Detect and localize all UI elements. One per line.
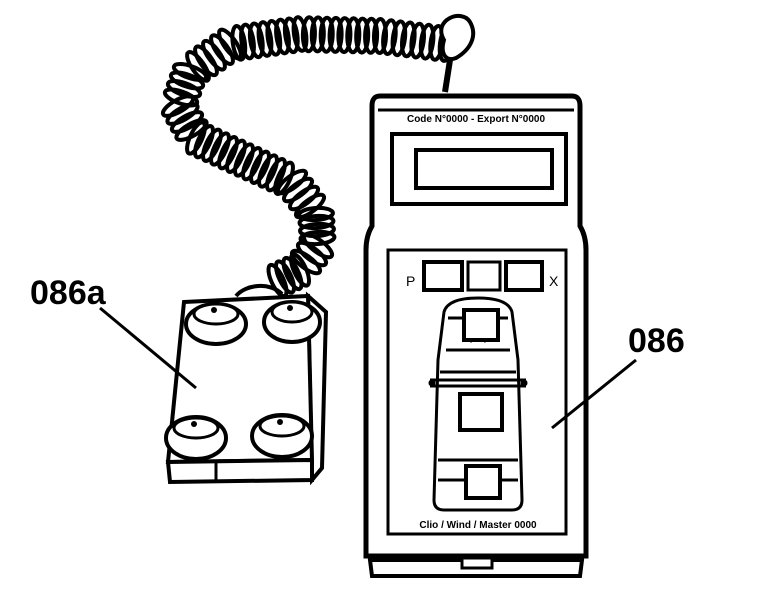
handheld-unit: Code N°0000 - Export N°0000 P X Clio / W… xyxy=(363,93,589,578)
cable-coil-loop xyxy=(293,192,327,220)
cable-coil-loop xyxy=(274,17,291,56)
cable-coil-loop xyxy=(298,229,337,247)
cable-entry xyxy=(234,284,284,298)
unit-bottom-text: Clio / Wind / Master 0000 xyxy=(419,520,537,531)
callout-label-unit: 086 xyxy=(628,322,685,360)
unit-top-band-text: Code N°0000 - Export N°0000 xyxy=(407,114,545,125)
cable-coil-loop xyxy=(418,22,436,61)
cable-coil-loop xyxy=(273,160,295,196)
coiled-cable xyxy=(160,15,455,299)
cable-coil-loop xyxy=(300,15,317,54)
cable-coil-loop xyxy=(336,16,353,55)
cable-coil-loop xyxy=(265,18,283,57)
cable-strain-relief xyxy=(442,59,453,93)
cable-coil-loop xyxy=(239,22,256,61)
cable-coil-loop xyxy=(160,94,196,118)
button-top-center[interactable] xyxy=(466,260,502,292)
button-top-left[interactable] xyxy=(422,260,464,292)
cable-coil-loop xyxy=(171,62,209,82)
cable-coil-loop xyxy=(298,221,336,239)
leader-line-086 xyxy=(551,358,637,430)
cable-coil-loop xyxy=(297,213,336,231)
cable-coil-loop xyxy=(256,20,274,58)
cable-coil-loop xyxy=(185,50,211,83)
lcd-screen xyxy=(414,148,554,190)
cable-coil-loop xyxy=(193,124,215,160)
sensor-pad-base xyxy=(165,457,314,485)
cable-coil-loop xyxy=(371,17,389,55)
callout-label-pad: 086a xyxy=(30,274,106,312)
cable-coil-loop xyxy=(249,149,271,185)
suction-cup-bottom-right xyxy=(250,413,314,459)
connector-port xyxy=(460,556,494,570)
cable-coil-loop xyxy=(354,16,371,55)
button-car-rear[interactable] xyxy=(464,464,502,500)
cable-coil-loop xyxy=(201,127,223,163)
cable-coil-loop xyxy=(273,259,297,295)
cable-coil-loop xyxy=(327,15,344,54)
cable-coil-loop xyxy=(282,16,300,55)
cable-coil-loop xyxy=(193,44,219,78)
button-top-right[interactable] xyxy=(504,260,544,292)
cable-coil-loop xyxy=(201,38,227,72)
cable-coil-loop xyxy=(309,15,326,54)
cable-loop-top xyxy=(439,14,476,61)
cable-coil-loop xyxy=(265,157,287,193)
button-car-front[interactable] xyxy=(462,308,500,342)
suction-cup-top-right xyxy=(262,300,322,344)
cable-coil-loop xyxy=(363,16,380,55)
cable-coil-loop xyxy=(165,79,203,99)
cable-coil-loop xyxy=(217,27,243,61)
cable-coil-loop xyxy=(281,255,304,292)
sensor-pad xyxy=(164,284,329,486)
cable-coil-loop xyxy=(169,110,205,134)
leader-line-086a xyxy=(99,306,197,390)
cable-coil-loop xyxy=(165,102,200,126)
cable-coil-loop xyxy=(390,19,408,58)
cable-coil-loop xyxy=(174,118,209,142)
cable-coil-loop xyxy=(409,21,426,60)
cable-coil-loop xyxy=(209,131,231,167)
cable-coil-loop xyxy=(230,23,248,62)
cable-coil-loop xyxy=(217,135,239,171)
right-marker-label: X xyxy=(549,273,559,289)
cable-coil-loop xyxy=(257,153,279,189)
cable-coil-loop xyxy=(400,20,417,59)
cable-coil-loop xyxy=(168,70,206,91)
cable-coil-loop xyxy=(241,146,263,182)
button-car-center[interactable] xyxy=(458,392,504,432)
cable-coil-loop xyxy=(247,21,265,60)
cable-coil-loop xyxy=(225,138,247,174)
cable-coil-loop xyxy=(209,33,235,66)
cable-coil-loop xyxy=(288,252,312,288)
cable-coil-loop xyxy=(381,18,398,56)
cable-coil-loop xyxy=(289,248,323,276)
cable-coil-loop xyxy=(297,205,335,223)
cable-coil-loop xyxy=(185,120,207,156)
cable-coil-loop xyxy=(318,15,335,54)
cable-coil-loop xyxy=(291,15,309,53)
suction-cup-top-left xyxy=(184,302,248,346)
left-marker-label: P xyxy=(406,273,415,289)
cable-coil-loop xyxy=(345,16,362,55)
cable-coil-loop xyxy=(233,142,255,178)
suction-cup-bottom-left xyxy=(164,415,228,461)
